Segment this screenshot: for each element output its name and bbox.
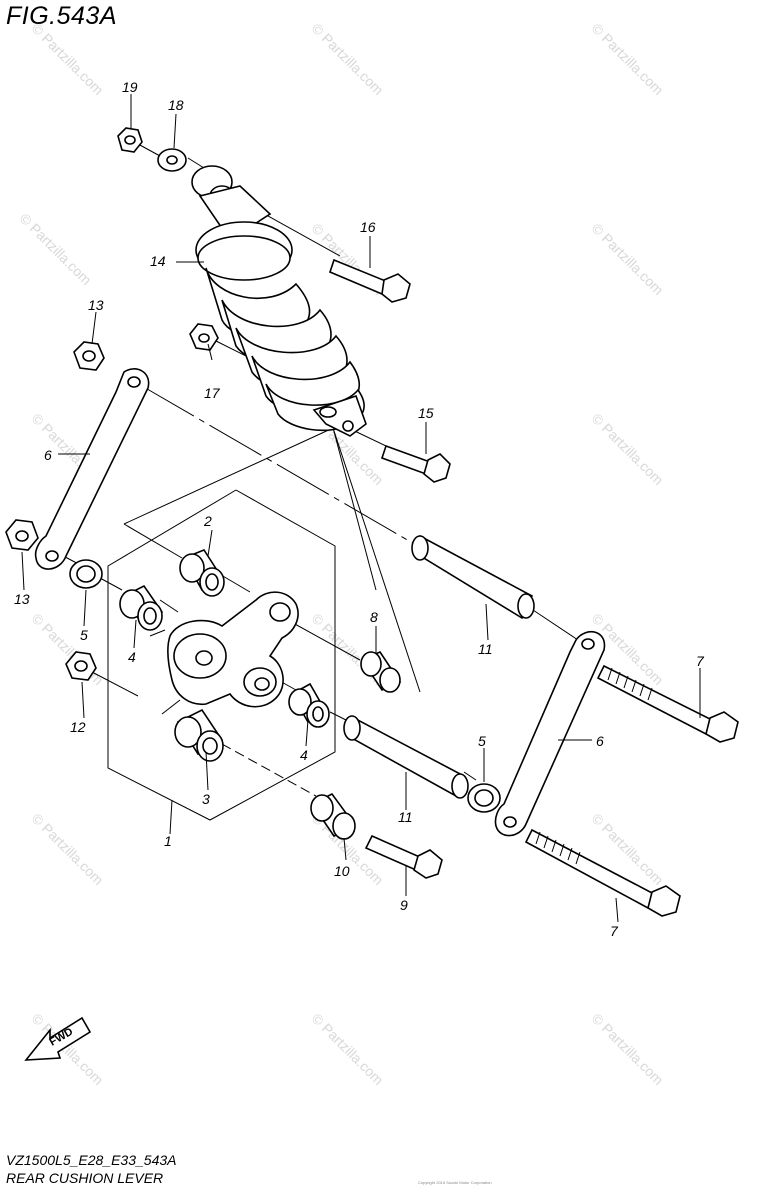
spacer <box>310 792 356 840</box>
callout-label: 5 <box>80 627 88 643</box>
copyright-note: Copyright 2015 Suzuki Motor Corporation <box>418 1180 492 1185</box>
axis-line <box>463 771 477 781</box>
axis-line <box>187 157 205 169</box>
spacer-pipe <box>343 715 469 799</box>
needle-bearing <box>288 682 330 728</box>
callout-label: 19 <box>122 79 138 95</box>
callout-label: 13 <box>88 297 104 313</box>
callout-label: 7 <box>610 923 619 939</box>
reference-line <box>123 523 183 559</box>
callout-label: 7 <box>696 653 705 669</box>
callout-label: 9 <box>400 897 408 913</box>
callout-label: 13 <box>14 591 30 607</box>
axis-line <box>283 617 361 661</box>
callout-label: 15 <box>418 405 434 421</box>
callout-label: 4 <box>300 747 308 763</box>
axis-line <box>91 671 139 697</box>
callout-label: 6 <box>44 447 52 463</box>
callout-label: 12 <box>70 719 86 735</box>
needle-bearing <box>119 584 164 631</box>
callout-label: 6 <box>596 733 604 749</box>
rear-shock-absorber <box>191 165 367 437</box>
callout-label: 2 <box>203 513 212 529</box>
bolt <box>329 258 411 303</box>
bolt <box>364 834 443 879</box>
nut <box>65 651 97 681</box>
axis-line <box>137 143 161 157</box>
leader-lines <box>21 94 701 923</box>
callout-label: 14 <box>150 253 166 269</box>
axis-line <box>159 599 179 613</box>
washer <box>467 783 501 813</box>
callout-label: 11 <box>398 809 413 825</box>
spacer-pipe <box>411 534 535 620</box>
callout-label: 5 <box>478 733 486 749</box>
callout-label: 3 <box>202 791 210 807</box>
callout-label: 17 <box>204 385 221 401</box>
figure-title: FIG.543A <box>6 2 117 30</box>
axis-line <box>221 743 317 797</box>
group-outline <box>107 489 336 821</box>
callout-label: 1 <box>164 833 172 849</box>
axis-line <box>141 385 417 546</box>
axis-line <box>529 607 579 641</box>
callout-label: 16 <box>360 219 376 235</box>
figure-code: VZ1500L5_E28_E33_543A <box>6 1152 177 1168</box>
figure-name: REAR CUSHION LEVER <box>6 1170 164 1186</box>
bolt <box>380 444 451 483</box>
long-bolt <box>524 828 681 917</box>
nut <box>73 341 105 371</box>
washer <box>69 559 103 589</box>
needle-bearing <box>179 549 225 597</box>
callout-label: 4 <box>128 649 136 665</box>
axis-line <box>331 423 377 591</box>
spacer <box>360 650 402 693</box>
axis-line <box>149 629 166 637</box>
cushion-lever <box>167 591 299 708</box>
long-bolt <box>596 664 739 743</box>
forward-arrow-icon: FWD <box>24 1016 92 1061</box>
callout-label: 8 <box>370 609 378 625</box>
nut <box>117 127 143 153</box>
callout-label: 11 <box>478 641 493 657</box>
callout-label: 10 <box>334 863 350 879</box>
axis-line <box>99 577 123 591</box>
callout-label: 18 <box>168 97 184 113</box>
washer <box>157 148 187 172</box>
link-plate <box>34 368 150 570</box>
link-plate <box>494 630 606 837</box>
axis-line <box>161 699 181 715</box>
nut <box>5 519 39 551</box>
nut <box>189 323 219 351</box>
needle-bearing <box>174 708 224 762</box>
